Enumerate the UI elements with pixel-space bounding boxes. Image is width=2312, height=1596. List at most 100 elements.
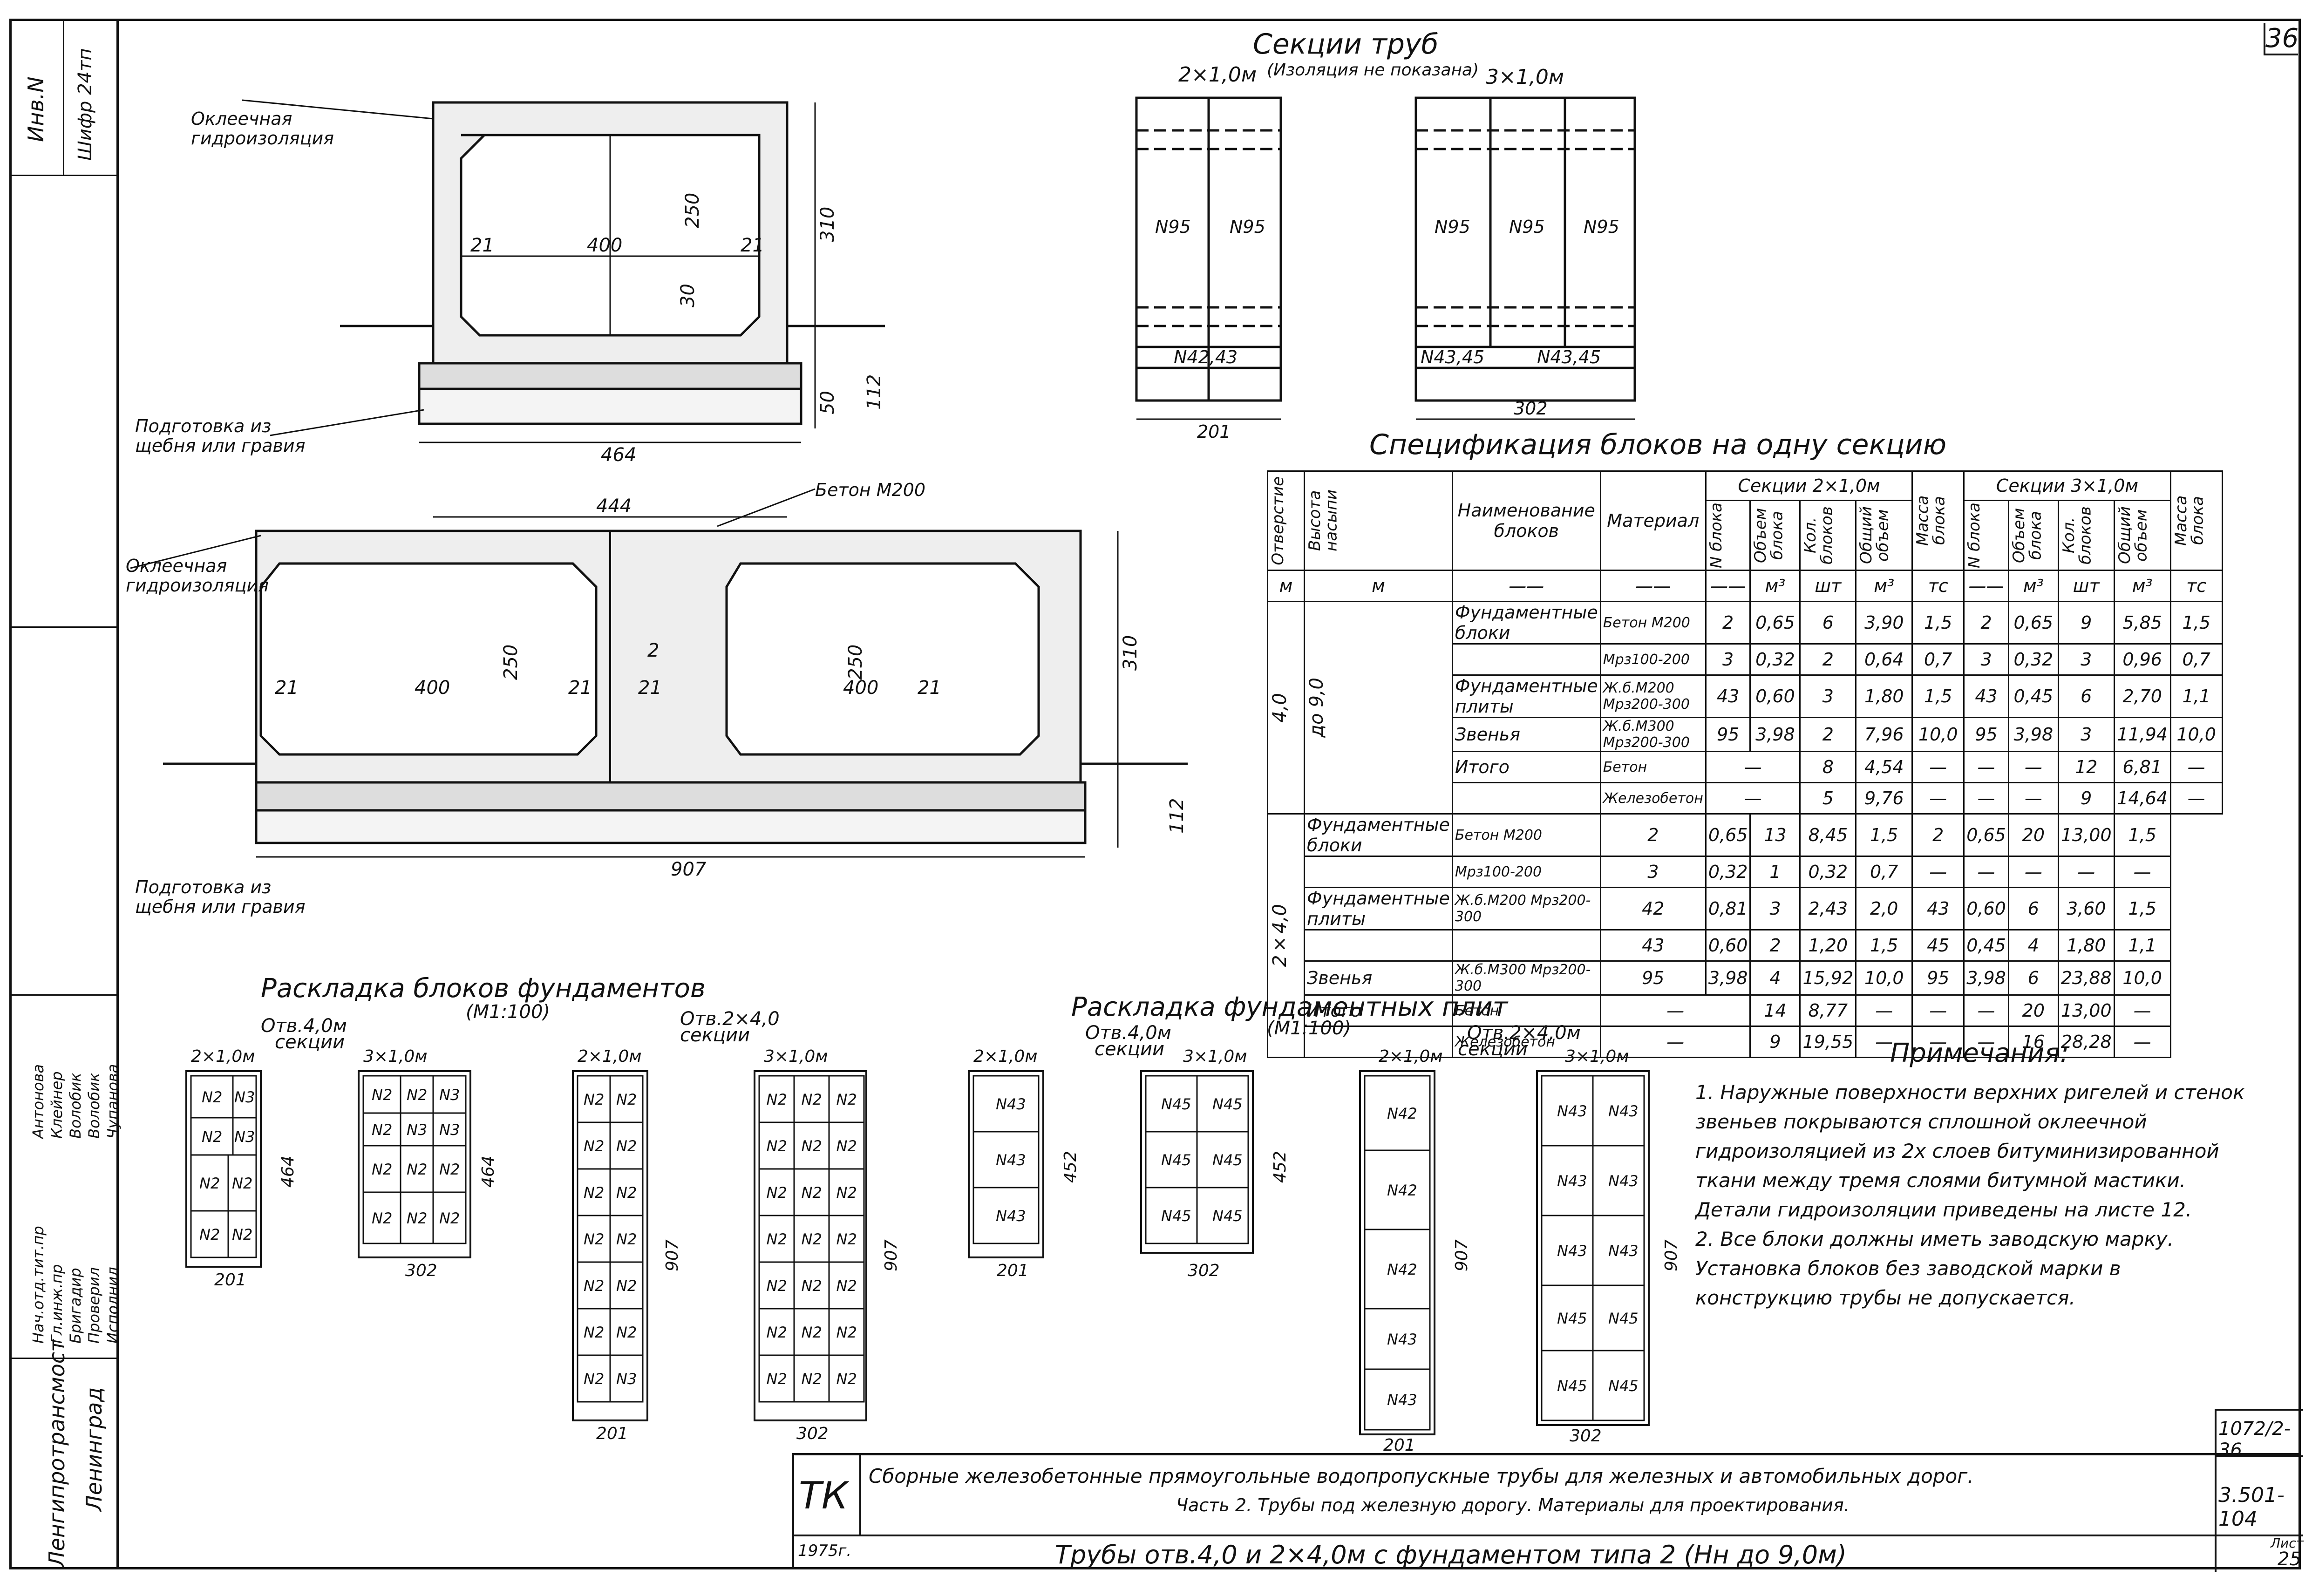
layout-block-label: N45 <box>1212 1151 1243 1169</box>
spec-cell: — <box>1911 994 1965 1027</box>
lp-2x1-a-label: 2×1,0м <box>973 1048 1037 1066</box>
spec-cell: 3 <box>1963 643 2009 676</box>
spec-h-mat: Материал <box>1599 470 1707 571</box>
spec-cell: 1,1 <box>2113 929 2171 962</box>
layout-block-label: N2 <box>616 1137 637 1155</box>
layout-block-label: N2 <box>584 1324 604 1341</box>
spec-cell: 0,60 <box>1963 887 2009 930</box>
layout-block-label: N2 <box>584 1230 604 1248</box>
spec-cell: Ж.б.М300 Мрз200-300 <box>1451 960 1601 996</box>
spec-cell: — <box>1911 782 1965 815</box>
layout-block-label: N2 <box>802 1137 822 1155</box>
culvert1-preparation-label: Подготовка из щебня или гравия <box>135 416 306 456</box>
lp-dim-907-b: 907 <box>1662 1239 1681 1271</box>
layout-block-label: N45 <box>1608 1377 1639 1395</box>
lf-3x1-a-label: 3×1,0м <box>363 1048 427 1066</box>
layout-block-label: N2 <box>372 1161 392 1178</box>
layout-found-title: Раскладка блоков фундаментов <box>261 973 706 1004</box>
layout-block-label: N43 <box>996 1151 1026 1169</box>
culvert2-dim-250b: 250 <box>845 645 866 680</box>
role-1: Нач.отд.тит.пр <box>29 1226 47 1344</box>
spec-cell <box>1451 643 1601 676</box>
spec-cell: — <box>1705 751 1801 783</box>
spec-cell: — <box>1963 856 2009 888</box>
spec-cell: — <box>1599 994 1751 1027</box>
spec-cell: — <box>2007 751 2059 783</box>
spec-cell: 3,98 <box>1749 717 1801 752</box>
spec-cell: Фундаментные блоки <box>1451 601 1601 645</box>
spec-h-qty-a: Кол. блоков <box>1801 506 1837 564</box>
spec-cell: 95 <box>1963 717 2009 752</box>
layout-block-label: N45 <box>1212 1207 1243 1225</box>
layout-block-label: N2 <box>836 1091 857 1108</box>
spec-h-vol-b: Объем блока <box>2009 508 2045 563</box>
spec-cell: 5,85 <box>2113 601 2171 645</box>
section-2x1-n95-a: N95 <box>1155 217 1191 237</box>
spec-cell: 1,5 <box>1855 813 1913 857</box>
layout-block-label: N2 <box>199 1175 220 1192</box>
spec-cell: 0,96 <box>2113 643 2171 676</box>
spec-cell: — <box>2113 856 2171 888</box>
layout-block-label: N2 <box>372 1121 392 1139</box>
culvert1-dim-50: 50 <box>817 391 838 414</box>
layout-block-label: N2 <box>836 1137 857 1155</box>
spec-cell: 0,32 <box>1799 856 1857 888</box>
spec-h-otv: Отверстие <box>1269 476 1287 565</box>
spec-cell: 4 <box>1749 960 1801 996</box>
sections-3x1-label: 3×1,0м <box>1486 65 1564 89</box>
layout-block-label: N2 <box>439 1209 460 1227</box>
spec-cell: Мрз100-200 <box>1451 856 1601 888</box>
spec-cell: — <box>1911 1026 1965 1058</box>
layout-block-label: N2 <box>767 1137 787 1155</box>
spec-cell: 14,64 <box>2113 782 2171 815</box>
spec-cell: 0,45 <box>2007 674 2059 718</box>
spec-cell: 2 <box>1749 929 1801 962</box>
spec-h-total-a: Общий объем <box>1857 506 1892 564</box>
spec-cell: 1,20 <box>1799 929 1857 962</box>
spec-cell: 0,64 <box>1855 643 1913 676</box>
spec-cell: 13 <box>1749 813 1801 857</box>
culvert1-dim-30: 30 <box>677 284 699 307</box>
spec-cell: 20 <box>2007 994 2059 1027</box>
lf-2x1-b-label: 2×1,0м <box>578 1048 641 1066</box>
role-5: Исполнил <box>104 1267 122 1344</box>
spec-cell: — <box>1963 994 2009 1027</box>
spec-cell: 6,81 <box>2113 751 2171 783</box>
spec-cell: 0,7 <box>1911 643 1965 676</box>
notes: Примечания: 1. Наружные поверхности верх… <box>1695 1034 2264 1312</box>
spec-cell: 2 <box>1963 601 2009 645</box>
layout-plates-sect-2: секции <box>1458 1039 1528 1060</box>
spec-cell: 9 <box>1749 1026 1801 1058</box>
culvert2-insulation-label: Оклеечная гидроизоляция <box>126 556 269 596</box>
sections-title: Секции труб <box>1253 28 1439 61</box>
culvert1-dim-112: 112 <box>864 374 885 410</box>
name-5: Чупанова <box>104 1064 122 1139</box>
culvert2-dim-21a: 21 <box>275 677 299 699</box>
culvert2-dim-21b: 21 <box>568 677 592 699</box>
notes-title: Примечания: <box>1890 1038 2069 1068</box>
spec-cell: — <box>2007 856 2059 888</box>
layout-block-label: N45 <box>1557 1310 1587 1327</box>
spec-cell: 1 <box>1749 856 1801 888</box>
spec-cell: — <box>1855 994 1913 1027</box>
spec-height: до 9,0 <box>1306 678 1327 738</box>
culvert1-dim-400: 400 <box>587 235 622 256</box>
layout-block-label: N43 <box>1387 1391 1417 1409</box>
lf-dim-302-a: 302 <box>405 1261 437 1280</box>
layout-block <box>828 1354 865 1403</box>
spec-cell: 0,32 <box>1749 643 1801 676</box>
spec-cell: 43 <box>1963 674 2009 718</box>
spec-cell: 10,0 <box>2113 960 2171 996</box>
tb-tk: ТК <box>799 1474 848 1517</box>
layout-block-label: N2 <box>836 1230 857 1248</box>
layout-block-label: N45 <box>1161 1151 1191 1169</box>
culvert2-dim-250a: 250 <box>500 645 522 680</box>
lf-dim-201-b: 201 <box>596 1424 628 1443</box>
layout-block-label: N2 <box>802 1324 822 1341</box>
spec-cell: 9 <box>2057 782 2115 815</box>
layout-block-label: N2 <box>232 1175 252 1192</box>
